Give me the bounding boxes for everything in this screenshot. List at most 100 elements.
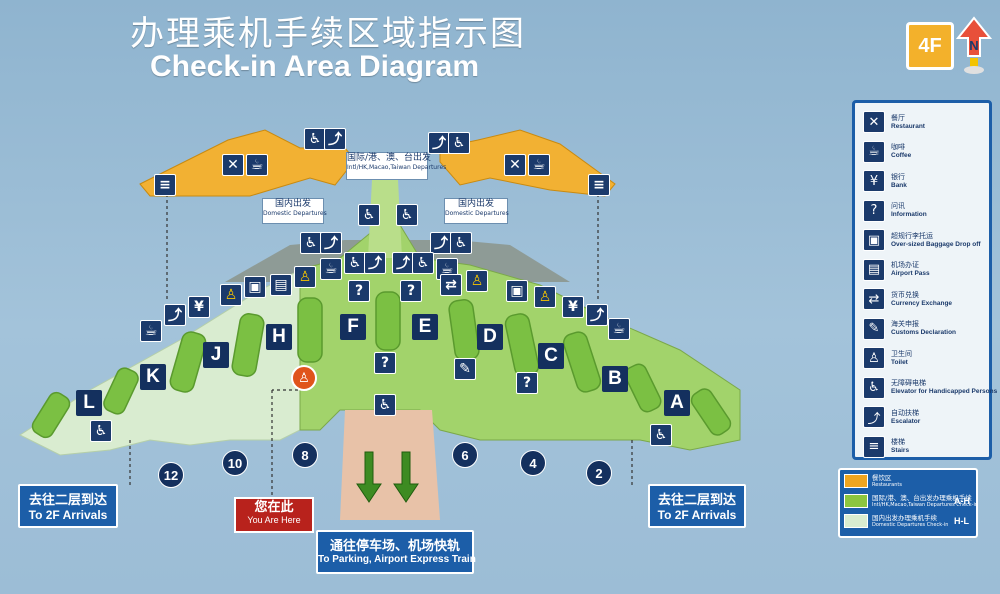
toilet-icon: ♙ (294, 266, 316, 288)
zone-label-en: Restaurants (872, 482, 902, 488)
escalator-icon: ⤴ (164, 304, 186, 326)
restaurant-zone-right (439, 129, 616, 197)
coffee-icon: ☕ (608, 318, 630, 340)
legend-label-cn: 银行 (891, 172, 905, 181)
to-parking-cn: 通往停车场、机场快轨 (329, 538, 460, 553)
elevator-icon: ♿ (300, 232, 322, 254)
title-chinese: 办理乘机手续区域指示图 (130, 14, 526, 54)
currency-exchange-icon: ⇄ (863, 288, 885, 310)
customs-icon: ✎ (454, 358, 476, 380)
escalator-icon: ⤴ (586, 304, 608, 326)
legend-label-en: Airport Pass (891, 270, 930, 277)
stairs-icon: ≡ (154, 174, 176, 196)
elevator-icon: ♿ (650, 424, 672, 446)
gate-12: 12 (158, 462, 184, 488)
intl-departures-cn: 国际/港、澳、台出发 (347, 153, 432, 163)
gate-2: 2 (586, 460, 612, 486)
to-2f-arrivals-right-cn: 去往二层到达 (657, 492, 736, 507)
elevator-icon: ♿ (90, 420, 112, 442)
elevator-icon: ♿ (863, 376, 885, 399)
title-english: Check-in Area Diagram (150, 50, 480, 83)
counter-f: F (340, 314, 366, 340)
down-arrow-1 (356, 451, 382, 503)
coffee-icon: ☕ (140, 320, 162, 342)
coffee-icon: ☕ (863, 140, 885, 163)
restaurant-icon: ✕ (504, 154, 526, 176)
domestic-departures-tag-left: 国内出发 Domestic Departures (262, 198, 327, 224)
legend-label-en: Restaurant (891, 122, 925, 130)
toilet-icon: ♙ (466, 270, 488, 292)
zone-range: A-H (954, 496, 970, 506)
information-icon: ? (374, 352, 396, 374)
information-icon: ? (516, 372, 538, 394)
counter-e: E (412, 314, 438, 340)
zone-range: H-L (954, 516, 969, 526)
escalator-icon: ⤴ (863, 406, 885, 428)
restaurant-icon: ✕ (863, 111, 885, 133)
legend-label-en: Customs Declaration (891, 329, 957, 336)
currency-exchange-icon: ⇄ (440, 274, 462, 296)
island-j (231, 313, 265, 377)
escalator-icon: ⤴ (320, 232, 342, 254)
counter-c: C (538, 343, 564, 369)
coffee-icon: ☕ (246, 154, 268, 176)
to-2f-arrivals-left-cn: 去往二层到达 (28, 492, 107, 507)
to-parking-sign: 通往停车场、机场快轨 To Parking, Airport Express T… (316, 530, 476, 574)
stairs-icon: ≡ (863, 435, 885, 458)
baggage-dropoff-icon: ▣ (863, 229, 885, 251)
counter-h: H (266, 324, 292, 350)
elevator-icon: ♿ (344, 252, 366, 274)
north-arrow-icon: N (956, 16, 992, 74)
escalator-icon: ⤴ (324, 128, 346, 150)
airport-pass-icon: ▤ (863, 258, 885, 281)
north-label: N (969, 38, 978, 53)
parking-walkway (340, 410, 440, 520)
toilet-icon: ♙ (220, 284, 242, 306)
airport-pass-icon: ▤ (270, 274, 292, 296)
domestic-departures-tag-right: 国内出发 Domestic Departures (444, 198, 509, 224)
legend-label-cn: 楼梯 (891, 438, 905, 446)
zone-label-cn: 餐饮区 (872, 474, 892, 482)
legend-label-en: Currency Exchange (891, 299, 953, 307)
you-are-here-marker-icon: ♙ (291, 365, 317, 391)
escalator-icon: ⤴ (392, 252, 414, 274)
counter-b: B (602, 366, 628, 392)
to-2f-arrivals-right-en: To 2F Arrivals (657, 508, 737, 522)
information-icon: ? (863, 199, 885, 222)
toilet-icon: ♙ (534, 286, 556, 308)
customs-icon: ✎ (863, 317, 885, 340)
gate-6: 6 (452, 442, 478, 468)
to-2f-arrivals-left-sign: 去往二层到达 To 2F Arrivals (18, 484, 118, 528)
bank-icon: ¥ (188, 296, 210, 318)
counter-j: J (203, 342, 229, 368)
escalator-icon: ⤴ (364, 252, 386, 274)
you-are-here-en: You Are Here (247, 515, 301, 525)
intl-departures-tag: 国际/港、澳、台出发 Intl/HK,Macao,Taiwan Departur… (346, 152, 446, 180)
domestic-departures-left-cn: 国内出发 (274, 199, 311, 209)
island-b (562, 331, 602, 393)
legend-label-cn: 咖啡 (891, 143, 905, 151)
bank-icon: ¥ (863, 170, 885, 192)
island-h (297, 297, 323, 363)
zone-label-en: Intl/HK,Macao,Taiwan Departures Check-in (872, 502, 979, 508)
coffee-icon: ☕ (528, 154, 550, 176)
elevator-icon: ♿ (450, 232, 472, 254)
counter-l: L (76, 390, 102, 416)
legend-label-en: Information (891, 211, 927, 218)
escalator-icon: ⤴ (430, 232, 452, 254)
zone-label-cn: 国际/港、澳、台出发办理乘机手续 (872, 494, 972, 502)
to-2f-arrivals-left-en: To 2F Arrivals (28, 508, 108, 522)
